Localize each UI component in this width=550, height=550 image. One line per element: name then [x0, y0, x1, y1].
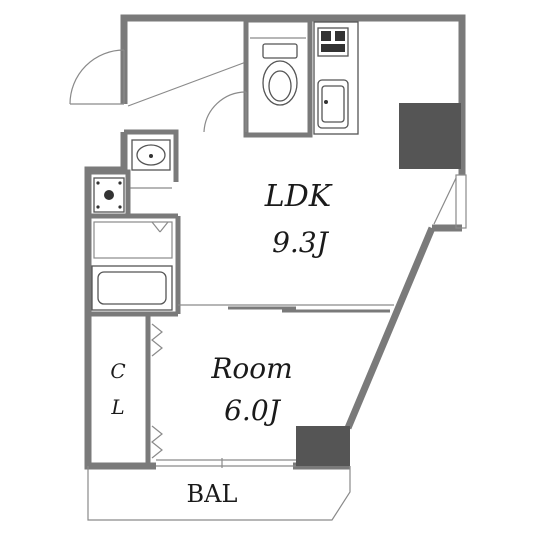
balcony: BAL [87, 466, 351, 521]
pillar-top-right [399, 103, 461, 169]
entrance-door [69, 49, 125, 105]
balcony-label: BAL [187, 480, 238, 508]
ldk-label: LDK [264, 179, 333, 214]
pillar-bottom [296, 426, 350, 466]
entrance-step [127, 61, 247, 107]
closet: C L [110, 314, 163, 466]
bathroom [88, 213, 181, 317]
ldk-size: 9.3J [272, 226, 330, 259]
stove-icon [317, 27, 349, 57]
bathtub-icon [91, 265, 173, 311]
sliding-partition [178, 304, 394, 313]
ldk-side-window [433, 174, 467, 229]
room-size: 6.0J [224, 394, 282, 427]
washing-machine-space [85, 169, 131, 219]
washroom [124, 129, 179, 214]
kitchen-counter [313, 21, 359, 135]
closet-label-2: L [110, 395, 124, 419]
sink-icon [317, 79, 349, 129]
toilet-icon [262, 43, 298, 106]
closet-label-1: C [110, 359, 125, 383]
washbasin-icon [131, 139, 171, 171]
room-label: Room [210, 352, 292, 385]
balcony-window [156, 458, 296, 468]
toilet-room [203, 17, 313, 138]
